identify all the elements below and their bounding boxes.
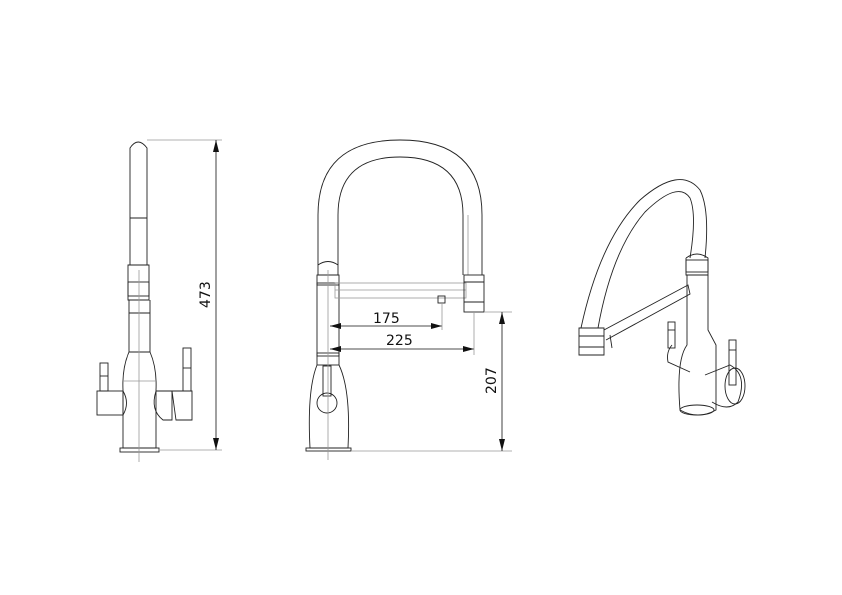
label-reach-175: 175	[373, 311, 400, 327]
dimension-lines-front	[330, 303, 512, 452]
front-view	[305, 139, 485, 460]
perspective-view	[578, 179, 746, 416]
side-view	[96, 141, 193, 462]
label-height-207: 207	[484, 367, 500, 394]
label-reach-225: 225	[386, 333, 413, 349]
label-total-height: 473	[198, 281, 214, 308]
dimension-total-height	[147, 139, 222, 451]
